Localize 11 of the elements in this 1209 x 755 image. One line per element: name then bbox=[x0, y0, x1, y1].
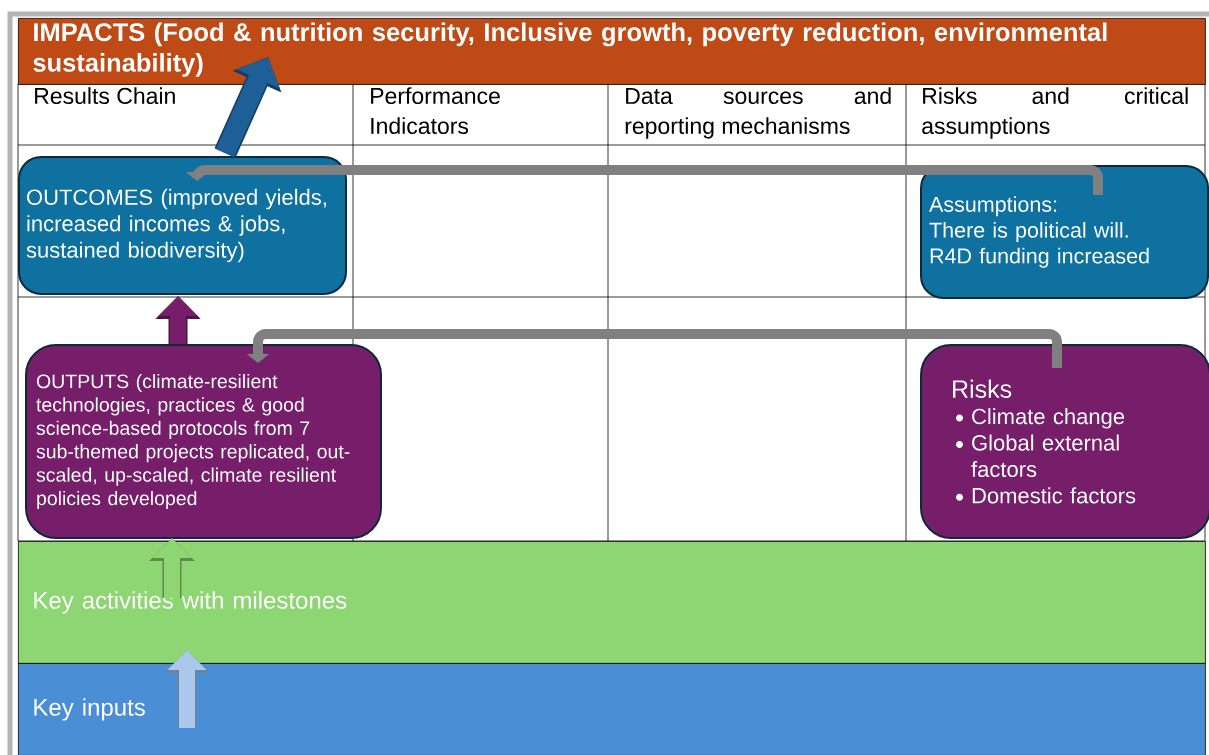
rounded-box: Risks Climate change Global external factors Domestic factors bbox=[920, 344, 1209, 539]
rounded-box: OUTPUTS (climate-resilient technologies, practices & good science-based protocols from 7 sub-themed projects replicated, out-scaled, up-scaled, climate resilient policies developed bbox=[25, 344, 382, 539]
level-band: Key inputs bbox=[18, 663, 1206, 755]
rounded-box: OUTCOMES (improved yields, increased incomes & jobs, sustained biodiversity) bbox=[18, 156, 347, 295]
level-band: Key activities with milestones bbox=[18, 541, 1206, 664]
column-header: Performance Indicators bbox=[371, 87, 500, 135]
level-band: IMPACTS (Food & nutrition security, Inclusive growth, poverty reduction, environmental sustainability) bbox=[18, 18, 1206, 85]
column-header: Risks and critical assumptions bbox=[922, 87, 1188, 139]
rounded-box: Assumptions: There is political will. R4D funding increased bbox=[920, 165, 1209, 299]
column-header: Results Chain bbox=[35, 87, 175, 105]
column-header: Data sources and reporting mechanisms bbox=[625, 87, 891, 139]
